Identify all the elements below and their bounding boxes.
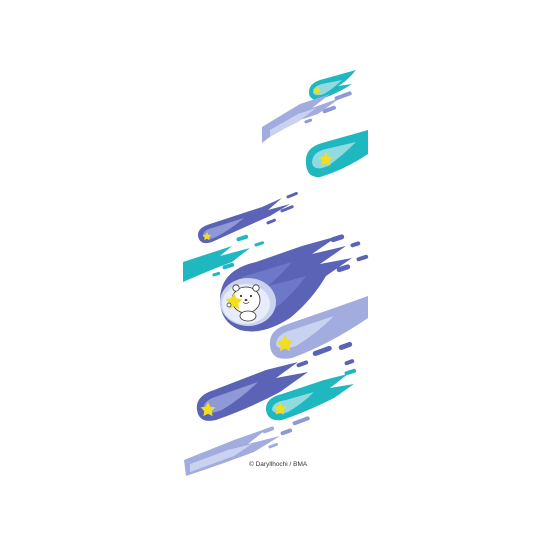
star-icon (200, 402, 216, 417)
polar-bear-icon (225, 284, 261, 322)
star-icon (202, 232, 212, 241)
comet-icon (196, 362, 308, 421)
comet-icon (308, 70, 356, 100)
star-icon (276, 335, 294, 352)
copyright-credit: © Daryllhochi / BMA (249, 461, 308, 468)
star-icon (312, 86, 322, 94)
comet-icon (305, 130, 368, 178)
comet-tail (280, 416, 310, 436)
comet-icon (197, 191, 298, 244)
comet-tail (262, 91, 352, 143)
comet-tail (184, 426, 280, 476)
star-icon (318, 152, 334, 166)
comet-tail (183, 234, 265, 282)
comet-icon (265, 368, 357, 421)
star-icon (273, 402, 287, 415)
comet-icon (269, 296, 368, 359)
comet-tail (296, 341, 355, 368)
